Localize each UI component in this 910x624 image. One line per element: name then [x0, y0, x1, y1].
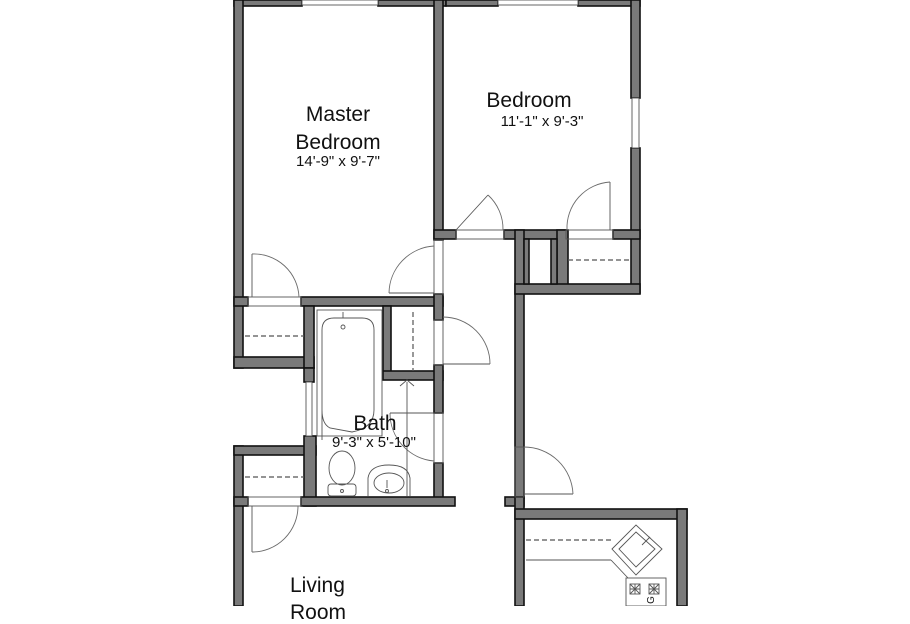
living-room-label-line2: Room [290, 601, 347, 624]
kitchen-fixtures [526, 524, 667, 606]
bath-fixtures [316, 309, 434, 497]
bedroom-label: Bedroom [486, 89, 572, 112]
floor-plan-drawing [233, 0, 688, 606]
windows [301, 0, 640, 437]
bedroom-dimensions: 11'-1" x 9'-3" [500, 113, 584, 130]
living-room-label-line1: Living [290, 574, 345, 597]
doors [247, 181, 614, 553]
closet-shelves [245, 259, 631, 541]
bath-dimensions: 9'-3" x 5'-10" [332, 434, 416, 451]
range-gas-label: G [645, 596, 657, 604]
master-bedroom-label-line2: Bedroom [295, 131, 381, 154]
master-bedroom-dimensions: 14'-9" x 9'-7" [296, 153, 380, 170]
bath-label: Bath [353, 412, 397, 435]
master-bedroom-label-line1: Master [305, 103, 371, 126]
walls [233, 0, 688, 606]
